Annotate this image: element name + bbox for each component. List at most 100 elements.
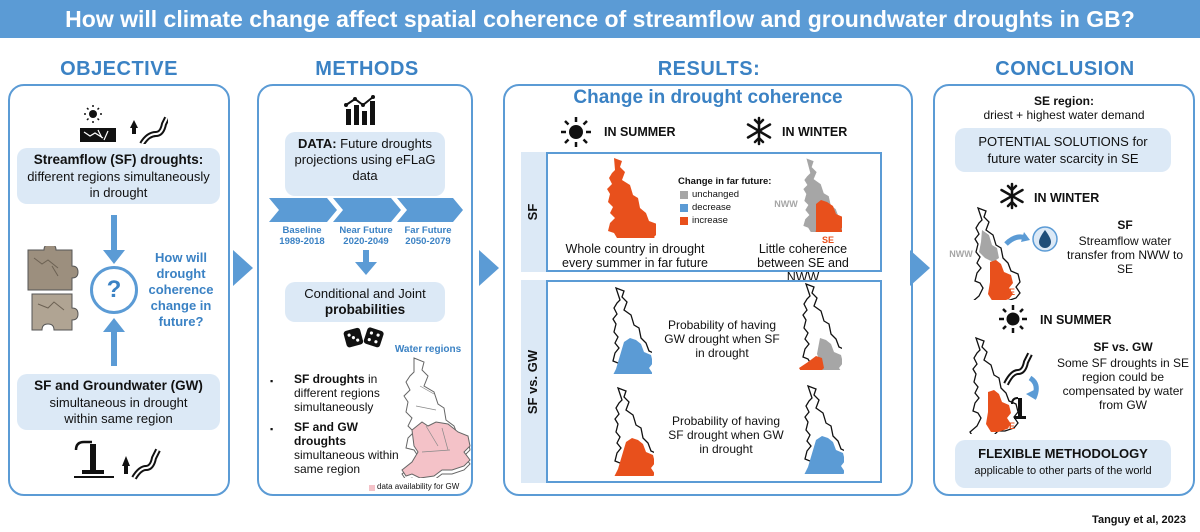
winter-sf-title: SF [1117, 218, 1133, 232]
sf-given-gw-caption: Probability of having SF drought when GW… [668, 414, 784, 456]
data-description: DATA: Future droughts projections using … [290, 136, 440, 184]
nww-label: NWW [774, 199, 798, 209]
sf-winter-caption: Little coherence between SE and NWW [757, 242, 849, 284]
conclusion-summer-label: IN SUMMER [1040, 313, 1112, 327]
period-baseline-years: 1989-2018 [279, 236, 325, 247]
period-near-years: 2020-2049 [343, 236, 389, 247]
up-arrow-head [103, 318, 125, 332]
dice-icon [343, 327, 384, 348]
up-arrow-shaft [111, 332, 117, 366]
pump-tree-river-icon [74, 440, 161, 480]
summer-label: IN SUMMER [604, 125, 676, 139]
summer-sfgw-body: Some SF droughts in SE region could be c… [1056, 356, 1190, 412]
legend-increase: increase [680, 215, 728, 226]
bullet1-rest: in different regions simultaneously [294, 372, 380, 414]
gw-availability-note: data availability for GW [377, 482, 460, 491]
legend-unchanged: unchanged [680, 189, 739, 200]
probabilities-line1: Conditional and Joint [304, 286, 426, 301]
gw-availability-swatch [369, 485, 375, 491]
data-text: Future droughts projections using eFLaG … [294, 136, 436, 183]
sf-given-gw-summer-map [614, 386, 654, 476]
sfgw-side-label-bg [521, 280, 546, 483]
sf-given-gw-winter-map [804, 384, 844, 474]
sf-droughts-title: Streamflow (SF) droughts: [33, 152, 204, 167]
down-arrow-shaft [111, 215, 117, 253]
page-title: How will climate change affect spatial c… [65, 6, 1135, 32]
snowflake-icon [746, 116, 772, 146]
arrow-results-to-conclusion [910, 250, 930, 286]
swatch-unchanged [680, 190, 688, 199]
down-arrow-head [103, 250, 125, 264]
results-subtitle: Change in drought coherence [573, 87, 843, 108]
question-mark: ? [106, 276, 122, 303]
winter-transfer-map [973, 206, 1030, 300]
bullet-marker: ▪ [270, 376, 274, 386]
sf-side-label: SF [525, 203, 540, 221]
probabilities-box [285, 282, 445, 322]
methods-arrow-head [355, 262, 377, 275]
citation: Tanguy et al, 2023 [1092, 514, 1186, 526]
question-circle [90, 266, 138, 314]
future-question: How will drought coherence change in fut… [148, 250, 214, 329]
conclusion-heading: CONCLUSION [995, 58, 1135, 80]
title-banner [0, 0, 1200, 38]
winter-sf-body: Streamflow water transfer from NWW to SE [1066, 234, 1183, 276]
sun-icon [999, 305, 1027, 333]
solutions-box [955, 128, 1171, 172]
period-near-name: Near Future [339, 225, 393, 236]
gw-droughts-title: SF and Groundwater (GW) [34, 378, 203, 393]
sf-summer-map [607, 158, 656, 238]
water-drop-icon [1032, 226, 1058, 252]
conclusion-se-label-summer: SE [1002, 421, 1015, 431]
sfgw-side-label: SF vs. GW [525, 349, 540, 415]
arrow-methods-to-results [479, 250, 499, 286]
legend-increase-label: increase [692, 215, 728, 226]
sf-droughts-body: different regions simultaneously in drou… [27, 169, 210, 200]
bar-chart-icon [344, 95, 375, 125]
gw-droughts-box [17, 374, 220, 430]
sf-droughts-box [17, 148, 220, 204]
results-heading: RESULTS: [657, 58, 761, 80]
puzzle-pieces-icon [27, 246, 79, 331]
flexible-box [955, 440, 1171, 488]
swatch-decrease [680, 203, 688, 212]
water-regions-title: Water regions [394, 344, 462, 355]
summer-gw-map [969, 336, 1039, 434]
sf-summer-caption: Whole country in drought every summer in… [562, 242, 708, 270]
legend-title: Change in far future: [678, 176, 772, 187]
flexible-body: applicable to other parts of the world [974, 465, 1152, 477]
sun-icon [561, 117, 591, 147]
legend-unchanged-label: unchanged [692, 189, 740, 200]
bullet-sf-gw-droughts: ▪ SF and GW droughts simultaneous within… [270, 420, 402, 476]
gw-given-sf-summer-map [612, 286, 652, 374]
probabilities-line2: probabilities [324, 302, 406, 317]
conclusion-nww-label: NWW [949, 249, 973, 259]
legend-decrease: decrease [680, 202, 731, 213]
summer-sfgw-title: SF vs. GW [1093, 340, 1153, 354]
flexible-title: FLEXIBLE METHODOLOGY [978, 446, 1148, 461]
methods-heading: METHODS [315, 58, 419, 80]
legend-decrease-label: decrease [692, 202, 732, 213]
conclusion-winter-label: IN WINTER [1034, 191, 1100, 205]
gw-given-sf-winter-map [799, 282, 842, 370]
se-region-body: driest + highest water demand [983, 108, 1145, 122]
gw-given-sf-caption: Probability of having GW drought when SF… [664, 318, 780, 360]
period-chevrons [269, 198, 463, 222]
sf-winter-map [802, 157, 842, 232]
bullet-marker: ▪ [270, 424, 274, 434]
period-baseline-name: Baseline [282, 225, 322, 236]
period-far-name: Far Future [404, 225, 452, 236]
period-far-years: 2050-2079 [405, 236, 451, 247]
solutions-text: POTENTIAL SOLUTIONS for future water sca… [978, 134, 1148, 166]
bullet-sf-droughts: ▪ SF droughts in different regions simul… [270, 372, 392, 414]
se-region-title: SE region: [1033, 94, 1094, 108]
bullet2-bold: SF and GW droughts [294, 420, 358, 448]
methods-arrow-shaft [363, 250, 369, 264]
snowflake-icon [1000, 182, 1024, 210]
winter-label: IN WINTER [782, 125, 848, 139]
gw-droughts-body: simultaneous in drought within same regi… [49, 395, 188, 426]
sf-side-label-bg [521, 152, 546, 272]
